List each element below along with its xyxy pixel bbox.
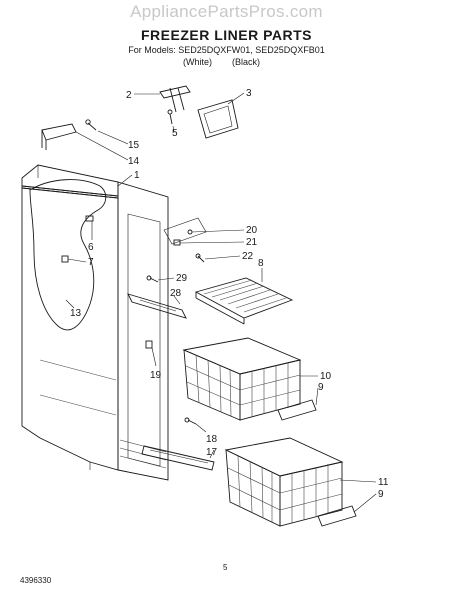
- callout-18: 18: [206, 434, 218, 445]
- callout-6: 6: [88, 242, 94, 253]
- liner-bottom-hatching: [39, 359, 167, 469]
- hinge-bracket-part-2: [159, 85, 191, 113]
- page-number: 5: [223, 563, 228, 572]
- callout-17: 17: [206, 447, 218, 458]
- trim-part-17: [141, 445, 215, 471]
- variant-black-label: (Black): [232, 57, 261, 67]
- site-watermark: AppliancePartsPros.com: [130, 2, 323, 21]
- variant-white-label: (White): [183, 57, 212, 67]
- clip-part-19: [145, 340, 153, 349]
- wire-shelf-part-8: [194, 277, 294, 325]
- callout-28: 28: [170, 288, 182, 299]
- callout-3: 3: [246, 88, 252, 99]
- callout-5: 5: [172, 128, 178, 139]
- screw-part-15: [85, 119, 97, 131]
- screw-part-5: [167, 109, 173, 125]
- callout-2: 2: [126, 90, 132, 101]
- cover-part-3: [197, 99, 239, 139]
- basket-trim-part-9-upper: [277, 399, 317, 421]
- model-numbers: For Models: SED25DQXFW01, SED25DQXFB01: [128, 45, 325, 55]
- wire-basket-part-11: [224, 437, 344, 527]
- screw-part-22: [195, 253, 205, 263]
- callout-22: 22: [242, 251, 254, 262]
- callout-labels: 2 3 5 15 14 1 6 7 13 20 21 22 8 29 28 19…: [70, 88, 389, 500]
- callout-7: 7: [88, 257, 94, 268]
- screw-part-18: [184, 417, 197, 425]
- clip-part-6: [85, 215, 94, 222]
- callout-14: 14: [128, 156, 140, 167]
- callout-20: 20: [246, 225, 258, 236]
- callout-9-lower: 9: [378, 489, 384, 500]
- heater-loop-part-13: [29, 179, 107, 331]
- callout-11: 11: [378, 477, 389, 488]
- leader-lines: [65, 92, 377, 513]
- bracket-part-14: [41, 123, 77, 150]
- clip-part-21: [173, 239, 181, 246]
- wire-basket-part-10: [182, 337, 302, 421]
- rail-part-28: [127, 293, 187, 319]
- callout-29: 29: [176, 273, 188, 284]
- basket-trim-part-9-lower: [317, 505, 357, 527]
- callout-8: 8: [258, 258, 264, 269]
- screw-part-29: [146, 275, 159, 283]
- callout-13: 13: [70, 308, 82, 319]
- diagram-title: FREEZER LINER PARTS: [140, 27, 313, 43]
- callout-21: 21: [246, 237, 258, 248]
- callout-19: 19: [150, 370, 162, 381]
- document-number: 4396330: [20, 576, 52, 585]
- clip-part-7: [61, 255, 69, 263]
- panel-part-20: [163, 217, 207, 245]
- callout-10: 10: [320, 371, 332, 382]
- callout-9-upper: 9: [318, 382, 324, 393]
- callout-15: 15: [128, 140, 140, 151]
- callout-1: 1: [134, 170, 140, 181]
